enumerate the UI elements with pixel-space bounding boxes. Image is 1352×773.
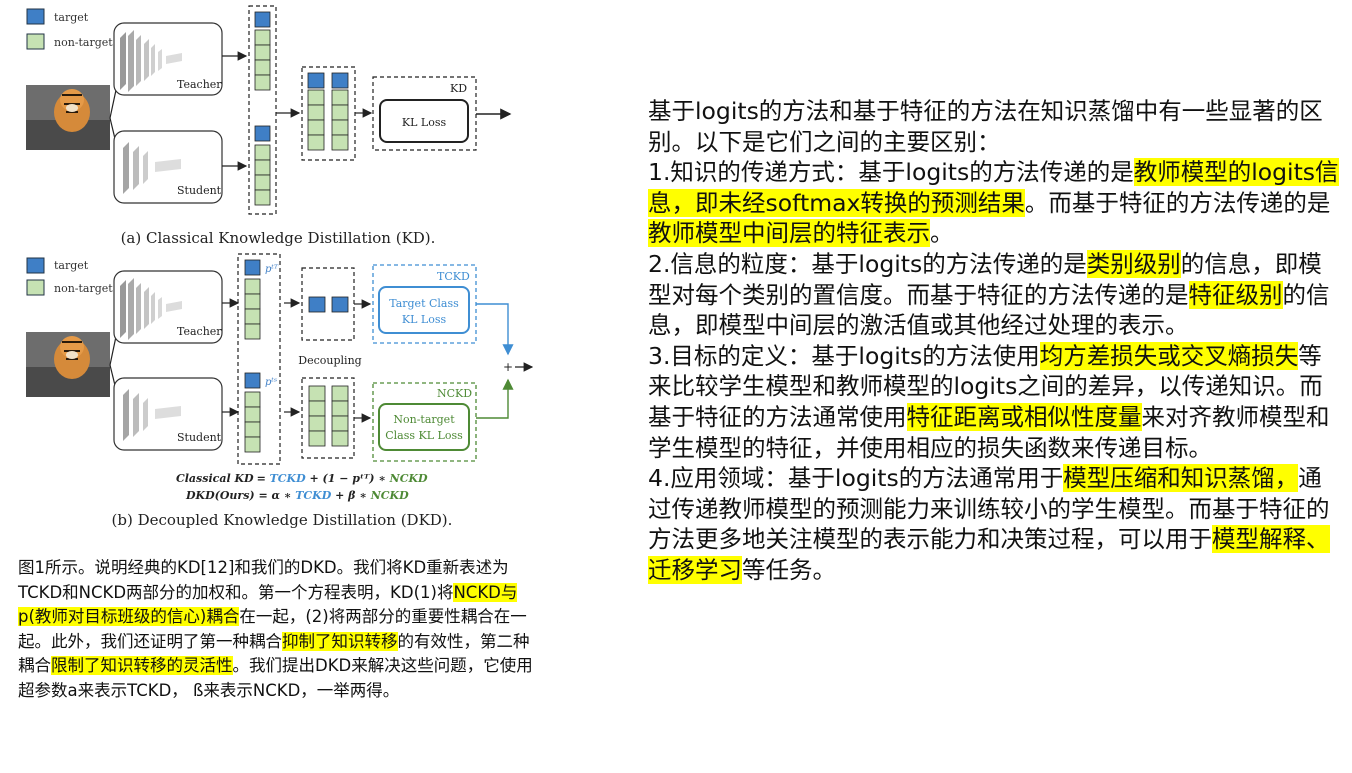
point-3-text-c: 来对齐教师模型和学生模型的特征，并使用相应的损失函数来传递目标。 <box>648 402 1330 462</box>
comparison-text: 基于logits的方法和基于特征的方法在知识蒸馏中有一些显著的区别。以下是它们之… <box>648 96 1343 586</box>
plus-sign: + <box>503 360 513 374</box>
nckd-title: NCKD <box>437 387 472 400</box>
eq2-nckd: NCKD <box>370 489 409 502</box>
point-1-highlight-2: 教师模型中间层的特征表示 <box>648 219 930 248</box>
legend-target-label-b: target <box>54 259 89 272</box>
legend-non-target-label: non-target <box>54 36 113 49</box>
student-logits-a <box>254 125 271 206</box>
point-4-text-c: 等任务。 <box>742 555 836 584</box>
point-3-highlight-1: 均方差损失或交叉熵损失 <box>1039 341 1299 370</box>
equation-classical-kd: Classical KD= TCKD + (1 − pᵗᵀ) ∗ NCKD <box>176 472 428 485</box>
nckd-line1: Non-target <box>393 413 455 426</box>
caption-text-2: 在一起，(2)将两部分的重要性耦合在一起。此外，我们还证明了第一种耦合 <box>18 607 527 651</box>
equation-dkd: DKD(Ours) = α ∗ TCKD + β ∗ NCKD <box>185 489 409 502</box>
tiger-image-a <box>26 85 110 150</box>
eq1-tckd: TCKD <box>270 472 307 485</box>
tckd-title: TCKD <box>437 270 470 283</box>
point-2-highlight-1: 类别级别 <box>1086 249 1181 278</box>
eq2-mid-b: + β ∗ <box>331 489 370 502</box>
eq2-tckd: TCKD <box>295 489 332 502</box>
legend-a: target non-target <box>26 8 113 50</box>
legend-b: target non-target <box>26 257 113 296</box>
intro-paragraph: 基于logits的方法和基于特征的方法在知识蒸馏中有一些显著的区别。以下是它们之… <box>648 97 1323 156</box>
eq1-eq: = <box>257 472 270 485</box>
logits-column-a <box>248 5 277 215</box>
point-3-highlight-2: 特征距离或相似性度量 <box>906 402 1142 431</box>
legend-non-target-label-b: non-target <box>54 282 113 295</box>
svg-text:DKD(Ours) = α ∗ TCKD + β ∗ NCK: DKD(Ours) = α ∗ TCKD + β ∗ NCKD <box>185 489 409 502</box>
point-1: 1.知识的传递方式：基于logits的方法传递的是教师模型的logits信息，即… <box>648 157 1343 249</box>
caption-text-4: 。我们提出DKD来解决这些问题，它使用超参数a来表示TCKD， ß来表示NCKD… <box>18 656 533 700</box>
teacher-label-b: Teacher <box>177 325 222 338</box>
eq2-mid-a: = α ∗ <box>255 489 296 502</box>
point-3-text-b: 等来比较学生模型和教师模型的logits之间的差异，以传递知识。而基于特征的方法… <box>648 341 1323 431</box>
eq2-lhs: DKD(Ours) <box>185 489 255 502</box>
caption-b: (b) Decoupled Knowledge Distillation (DK… <box>112 511 453 529</box>
point-2-text-a: 2.信息的粒度：基于logits的方法传递的是 <box>648 249 1087 278</box>
teacher-label-a: Teacher <box>177 78 222 91</box>
dkd-figure: target non-target Teacher Student <box>26 5 534 529</box>
caption-highlight-3: 限制了知识转移的灵活性 <box>51 656 233 675</box>
kl-loss-label: KL Loss <box>402 116 447 129</box>
point-1-text-c: 。 <box>930 219 954 248</box>
combined-cells-a <box>307 72 349 151</box>
point-3-text-a: 3.目标的定义：基于logits的方法使用 <box>648 341 1040 370</box>
kl-loss-box <box>379 99 469 143</box>
point-2-text-b: 的信息，即模型对每个类别的置信度。而基于特征的方法传递的是 <box>648 249 1322 309</box>
point-1-text-b: 。而基于特征的方法传递的是 <box>1024 188 1331 217</box>
tckd-line2: KL Loss <box>402 313 447 326</box>
tckd-loss-box <box>378 286 470 334</box>
caption-highlight-2: 抑制了知识转移 <box>282 631 398 651</box>
nckd-loss-box <box>378 403 470 451</box>
nckd-box <box>372 382 477 462</box>
point-1-text-a: 1.知识的传递方式：基于logits的方法传递的是 <box>648 158 1134 187</box>
teacher-logits-b <box>244 259 261 340</box>
teacher-logits-a <box>254 11 271 91</box>
point-4-text-b: 通过传递教师模型的预测能力来训练较小的学生模型。而基于特征的方法更多地关注模型的… <box>648 464 1330 554</box>
student-logits-b <box>244 372 261 453</box>
pt-student-label: pᵗˢ <box>265 377 277 388</box>
tiger-image-b <box>26 332 110 397</box>
caption-text-3: 的有效性，第二种耦合 <box>18 631 530 676</box>
nckd-line2: Class KL Loss <box>385 429 463 442</box>
point-4: 4.应用领域：基于logits的方法通常用于模型压缩和知识蒸馏，通过传递教师模型… <box>648 463 1343 585</box>
figure-caption-zh: 图1所示。说明经典的KD[12]和我们的DKD。我们将KD重新表述为TCKD和N… <box>18 556 538 703</box>
point-4-text-a: 4.应用领域：基于logits的方法通常用于 <box>648 464 1064 493</box>
student-label-a: Student <box>177 184 222 197</box>
point-2-text-c: 的信息，即模型中间层的激活值或其他经过处理的表示。 <box>648 280 1330 340</box>
kd-box-title: KD <box>450 82 467 95</box>
tckd-line1: Target Class <box>389 297 459 310</box>
logits-column-b <box>237 253 281 465</box>
eq1-nckd: NCKD <box>389 472 428 485</box>
legend-target-label: target <box>54 11 89 24</box>
point-3: 3.目标的定义：基于logits的方法使用均方差损失或交叉熵损失等来比较学生模型… <box>648 341 1343 463</box>
point-2-highlight-2: 特征级别 <box>1188 280 1283 309</box>
pt-teacher-label: pᵗᵀ <box>265 264 279 275</box>
point-2: 2.信息的粒度：基于logits的方法传递的是类别级别的信息，即模型对每个类别的… <box>648 249 1343 341</box>
eq1-lhs: Classical KD <box>176 472 254 485</box>
decoupling-label: Decoupling <box>298 354 361 367</box>
kd-box <box>372 76 477 151</box>
student-label-b: Student <box>177 431 222 444</box>
non-target-cells <box>308 385 349 447</box>
eq1-mid: + (1 − pᵗᵀ) ∗ <box>306 472 390 485</box>
svg-text:Classical KD= TCKD + (1 − pᵗᵀ): Classical KD= TCKD + (1 − pᵗᵀ) ∗ NCKD <box>176 472 428 485</box>
caption-a: (a) Classical Knowledge Distillation (KD… <box>121 229 436 247</box>
caption-text-1: 图1所示。说明经典的KD[12]和我们的DKD。我们将KD重新表述为TCKD和N… <box>18 558 509 602</box>
point-4-highlight-1: 模型压缩和知识蒸馏， <box>1063 464 1299 493</box>
